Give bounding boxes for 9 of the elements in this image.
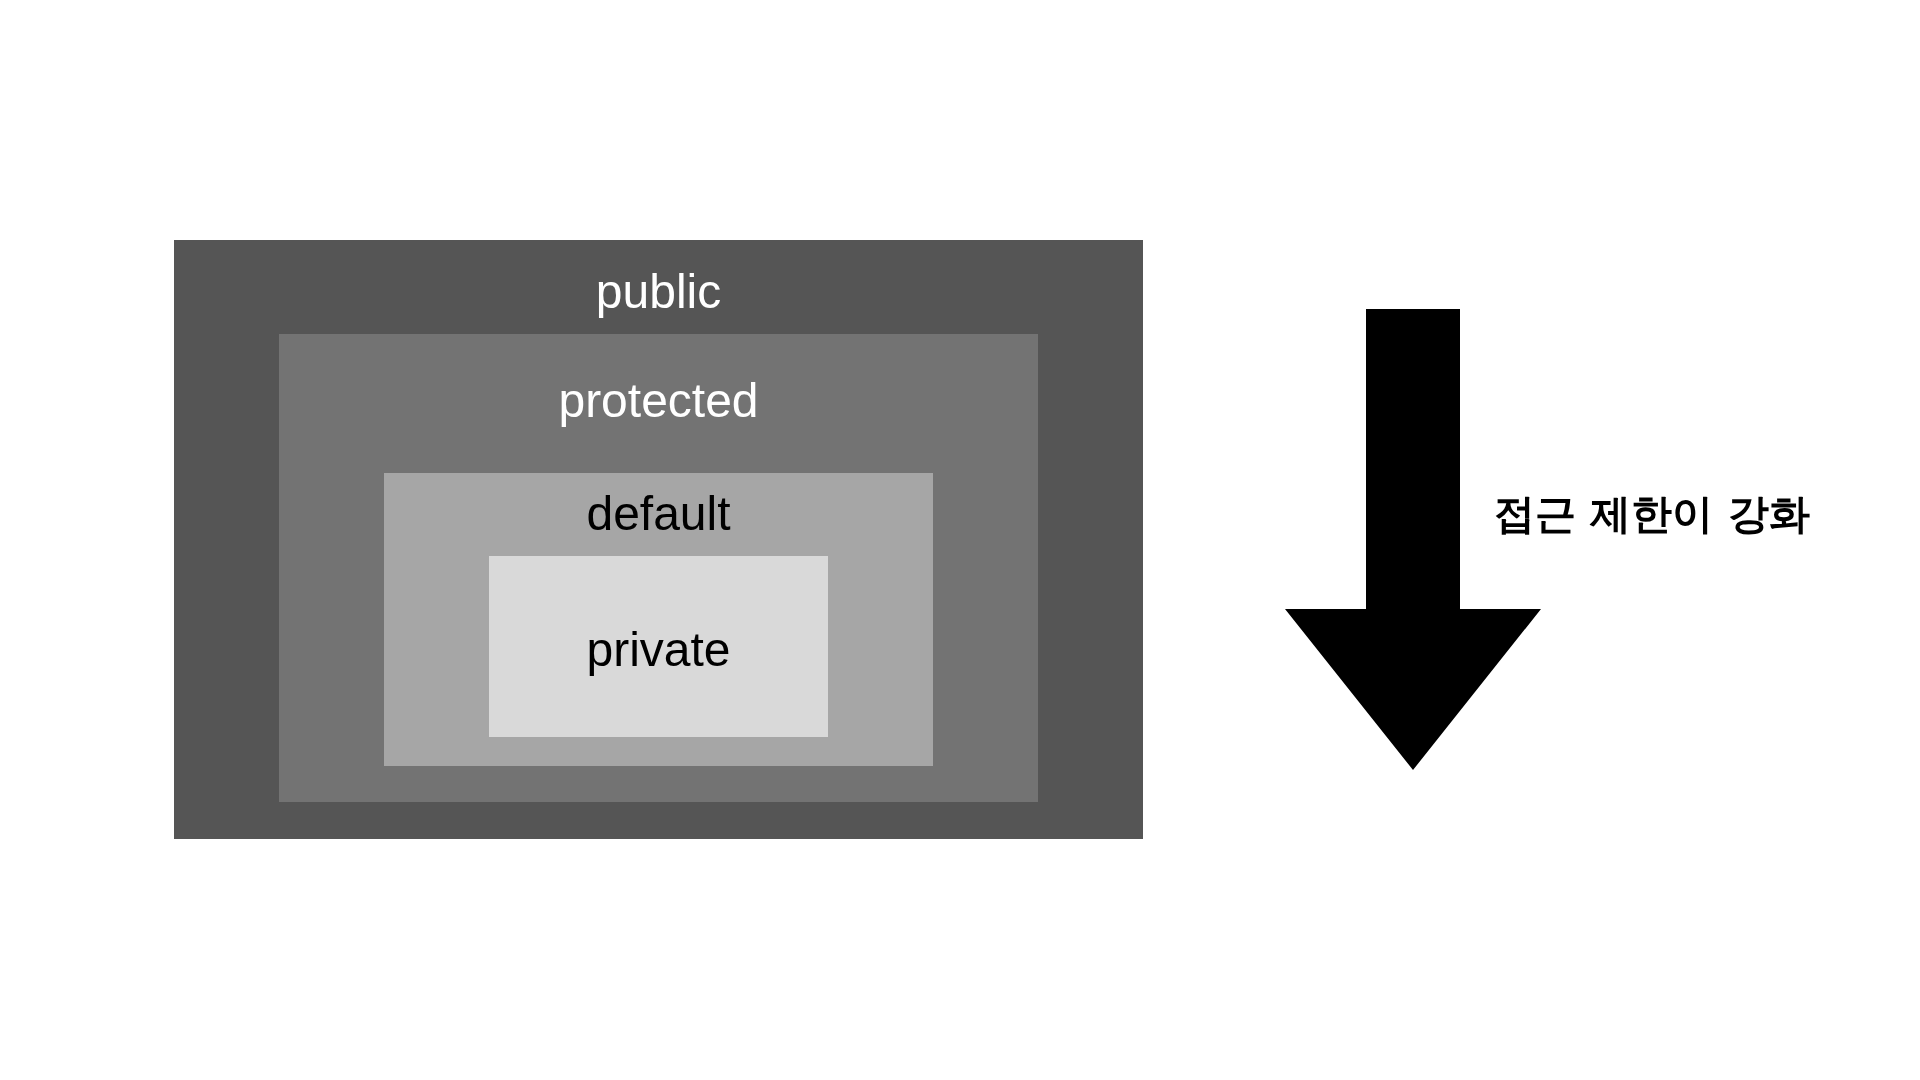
heading-label: default (586, 486, 731, 542)
nested-box (279, 334, 1038, 802)
nested-box (489, 556, 828, 737)
nested-box (174, 240, 1143, 839)
heading-label: private (586, 622, 731, 678)
nested-box (384, 473, 933, 766)
heading-label: public (595, 264, 722, 320)
heading-label: protected (558, 373, 759, 429)
arrow-caption: 접근 제한이 강화 (1494, 490, 1810, 540)
